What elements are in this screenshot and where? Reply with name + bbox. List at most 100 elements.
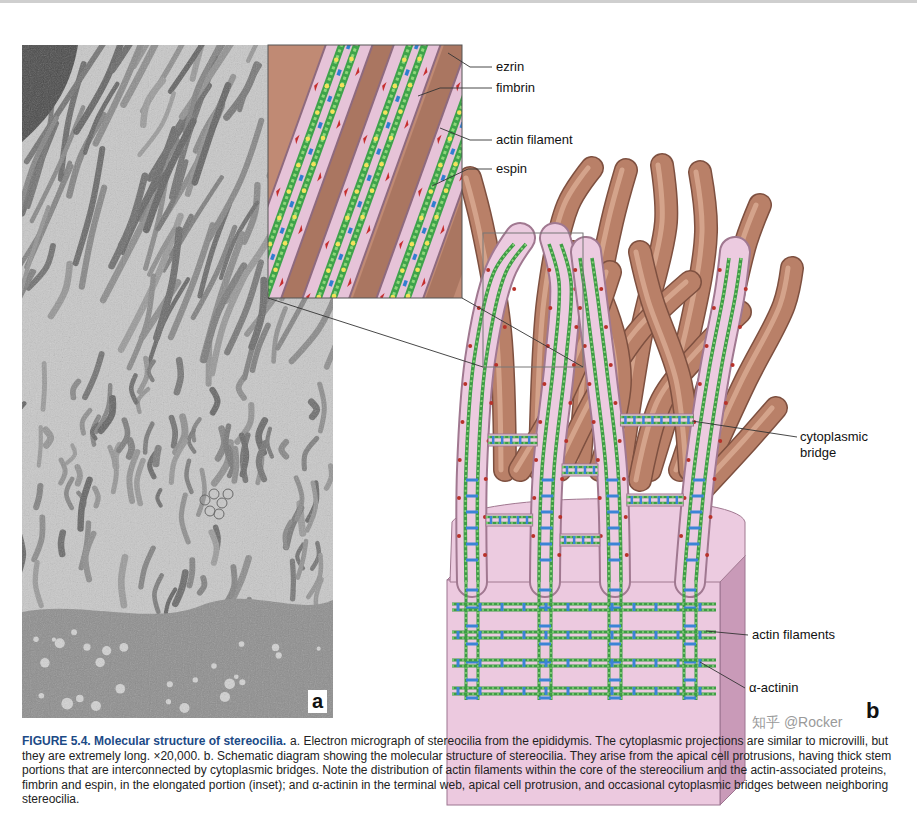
ezrin-dot bbox=[558, 515, 562, 519]
espin bbox=[302, 188, 307, 193]
alpha-actinin bbox=[589, 687, 592, 695]
fimbrin bbox=[291, 201, 293, 207]
alpha-actinin bbox=[686, 559, 698, 562]
alpha-actinin bbox=[690, 511, 702, 514]
actin-beads bbox=[452, 637, 716, 639]
alpha-actinin bbox=[608, 559, 620, 562]
ezrin bbox=[423, 67, 427, 76]
ezrin bbox=[276, 187, 280, 196]
espin bbox=[419, 216, 424, 221]
espin bbox=[364, 163, 369, 168]
espin bbox=[408, 83, 413, 88]
leader-lines bbox=[268, 53, 797, 688]
alpha-actinin bbox=[466, 643, 478, 646]
espin bbox=[444, 188, 449, 193]
fimbrin bbox=[359, 201, 361, 207]
espin bbox=[429, 189, 434, 194]
actin-filament bbox=[465, 244, 514, 582]
cytoplasmic-bridge bbox=[488, 434, 537, 446]
alpha-actinin bbox=[519, 436, 522, 444]
espin bbox=[292, 215, 297, 220]
actin-filament bbox=[592, 258, 621, 582]
actin-filament bbox=[696, 258, 741, 582]
ezrin-dot bbox=[458, 458, 462, 462]
actin-filament bbox=[538, 582, 541, 700]
ezrin-dot bbox=[578, 306, 582, 310]
alpha-actinin bbox=[528, 436, 531, 444]
alpha-actinin bbox=[457, 687, 460, 695]
alpha-actinin bbox=[608, 527, 620, 530]
ezrin bbox=[279, 277, 283, 286]
leader-line bbox=[706, 631, 748, 635]
actin-filament bbox=[399, 45, 462, 298]
espin bbox=[287, 189, 292, 194]
ezrin-dot bbox=[512, 287, 516, 291]
fimbrin bbox=[310, 149, 312, 155]
espin bbox=[417, 57, 422, 62]
ezrin-dot bbox=[484, 477, 488, 481]
fimbrin bbox=[387, 122, 389, 128]
alpha-actinin bbox=[466, 679, 478, 682]
alpha-actinin bbox=[567, 687, 570, 695]
actin-filament bbox=[452, 609, 716, 612]
actin-beads bbox=[465, 244, 514, 582]
fimbrin bbox=[340, 254, 342, 260]
ezrin-dot bbox=[598, 496, 602, 500]
fimbrin bbox=[452, 149, 454, 155]
alpha-actinin bbox=[523, 659, 526, 667]
alpha-actinin bbox=[677, 659, 680, 667]
alpha-actinin bbox=[539, 589, 551, 592]
actin-beads bbox=[620, 416, 693, 417]
leader-line bbox=[448, 53, 492, 67]
alpha-actinin bbox=[567, 659, 570, 667]
alpha-actinin bbox=[545, 631, 548, 639]
espin bbox=[355, 189, 360, 194]
espin bbox=[273, 267, 278, 272]
alpha-actinin bbox=[633, 416, 636, 424]
alpha-actinin bbox=[582, 536, 585, 544]
actin-filament bbox=[452, 659, 716, 662]
alpha-actinin bbox=[642, 416, 645, 424]
alpha-actinin bbox=[539, 697, 551, 700]
actin-beads bbox=[620, 422, 693, 423]
actin-filament bbox=[620, 422, 693, 425]
alpha-actinin bbox=[677, 631, 680, 639]
ezrin-dot bbox=[731, 363, 735, 367]
ezrin bbox=[355, 67, 359, 76]
alpha-actinin bbox=[669, 416, 672, 424]
alpha-actinin bbox=[611, 603, 614, 611]
ezrin-dot bbox=[738, 325, 742, 329]
ezrin bbox=[418, 187, 422, 196]
ezrin bbox=[385, 172, 389, 181]
alpha-actinin bbox=[677, 687, 680, 695]
espin bbox=[393, 84, 398, 89]
actin-filament bbox=[608, 582, 611, 700]
actin-filament bbox=[452, 637, 716, 640]
espin bbox=[400, 268, 405, 273]
alpha-actinin bbox=[589, 659, 592, 667]
espin bbox=[336, 242, 341, 247]
espin bbox=[340, 83, 345, 88]
alpha-actinin bbox=[611, 687, 614, 695]
fimbrin bbox=[423, 228, 425, 234]
alpha-actinin bbox=[633, 687, 636, 695]
leader-line bbox=[432, 169, 492, 186]
actin-beads bbox=[465, 582, 467, 700]
alpha-actinin bbox=[607, 495, 619, 498]
alpha-actinin bbox=[539, 625, 551, 628]
ezrin bbox=[366, 225, 370, 234]
actin-beads bbox=[538, 582, 540, 700]
ezrin-dot bbox=[592, 420, 596, 424]
alpha-actinin bbox=[564, 536, 567, 544]
actin-beads bbox=[592, 258, 621, 582]
alpha-actinin bbox=[699, 631, 702, 639]
actin-filament bbox=[620, 582, 623, 700]
ezrin-dot bbox=[679, 534, 683, 538]
actin-filament bbox=[627, 496, 684, 499]
alpha-actinin bbox=[633, 659, 636, 667]
alpha-actinin bbox=[466, 527, 478, 530]
alpha-actinin bbox=[510, 436, 513, 444]
ezrin-dot bbox=[463, 382, 467, 386]
